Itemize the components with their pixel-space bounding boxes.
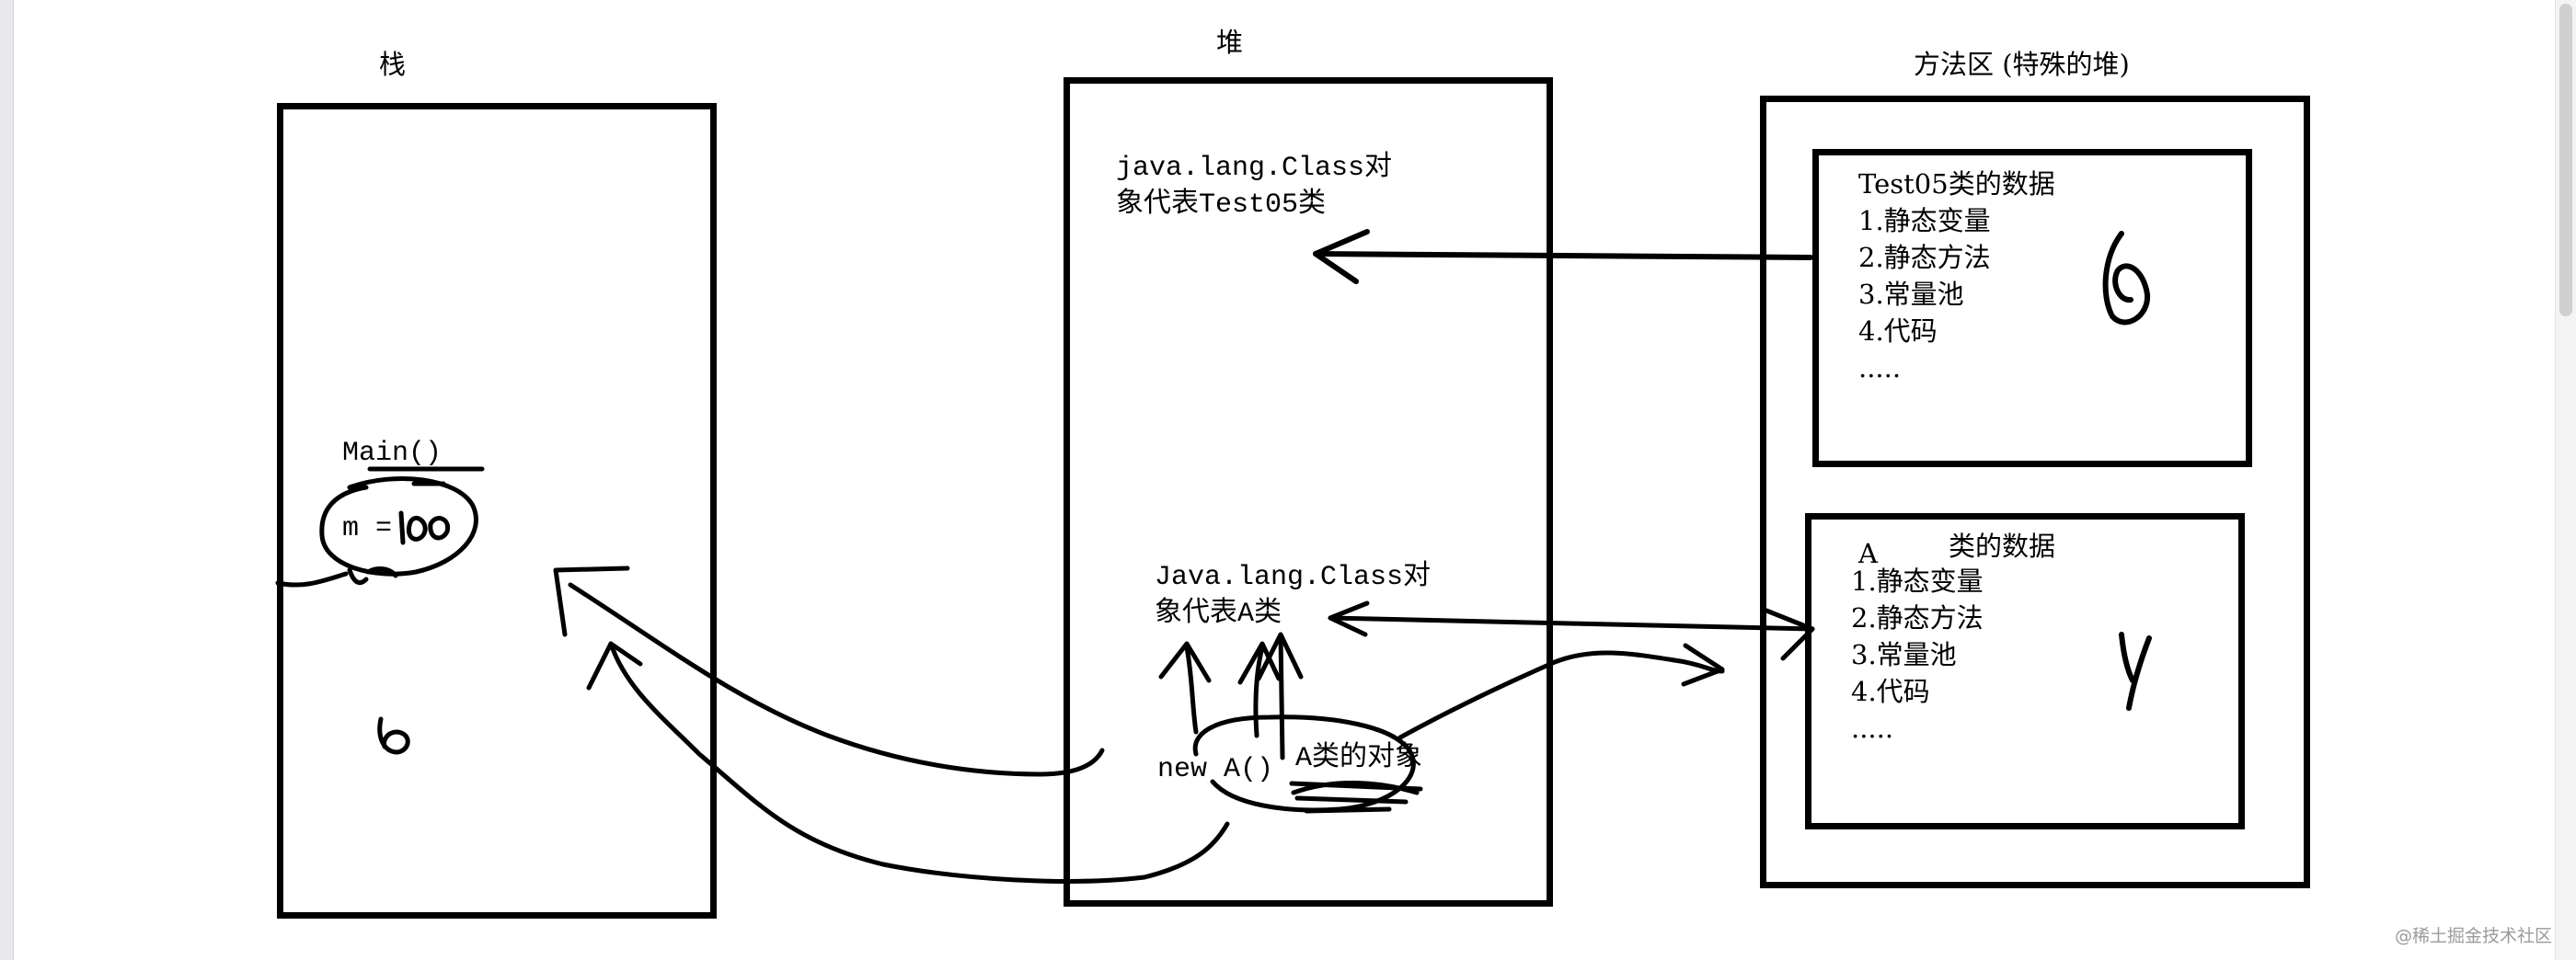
heap-title: 堆 (1216, 27, 1244, 58)
test05-item: 4.代码 (1858, 315, 1938, 347)
a-class-data-header: 类的数据 (1949, 531, 2056, 562)
stack-box (277, 103, 717, 919)
scrollbar-thumb[interactable] (2559, 4, 2572, 316)
test05-item: 1.静态变量 (1858, 205, 1991, 236)
a-item: 2.静态方法 (1851, 602, 1984, 634)
watermark: @稀土掘金技术社区 (2394, 926, 2552, 946)
class-object-a-line: Java.lang.Class对 (1155, 562, 1432, 593)
a-item: 4.代码 (1851, 676, 1930, 707)
curve-object-to-a-class-head (1681, 643, 1725, 687)
a-object-label: A类的对象 (1295, 743, 1423, 774)
new-a-label: new A() (1157, 754, 1274, 785)
vertical-scrollbar[interactable] (2555, 0, 2576, 960)
class-object-test05-line: java.lang.Class对 (1116, 153, 1393, 184)
method-area-title: 方法区 (特殊的堆) (1914, 49, 2130, 80)
a-item: ..... (1851, 713, 1894, 744)
a-class-data-list: 1.静态变量 2.静态方法 3.常量池 4.代码 ..... (1851, 563, 1984, 747)
main-frame-label: Main() (342, 438, 443, 469)
a-class-data-box (1805, 513, 2245, 829)
a-item: 3.常量池 (1851, 639, 1957, 670)
a-item: 1.静态变量 (1851, 566, 1984, 597)
class-object-test05-line: 象代表Test05类 (1116, 189, 1327, 221)
class-object-a: Java.lang.Class对 象代表A类 (1155, 559, 1431, 633)
class-object-a-line: 象代表A类 (1155, 599, 1282, 630)
method-area-box (1760, 96, 2310, 888)
heap-box (1064, 77, 1553, 907)
variable-m-label: m = (342, 513, 393, 544)
test05-class-data-list: Test05类的数据 1.静态变量 2.静态方法 3.常量池 4.代码 ....… (1858, 166, 2055, 386)
test05-class-data-header: Test05类的数据 (1858, 168, 2055, 200)
test05-item: 2.静态方法 (1858, 242, 1991, 273)
a-class-data-header-letter: A (1858, 538, 1878, 569)
stack-title: 栈 (379, 49, 407, 80)
window-left-edge (0, 0, 14, 960)
test05-item: 3.常量池 (1858, 279, 1964, 310)
test05-item: ..... (1858, 352, 1902, 383)
class-object-test05: java.lang.Class对 象代表Test05类 (1116, 150, 1392, 223)
test05-class-data-box (1812, 149, 2252, 467)
